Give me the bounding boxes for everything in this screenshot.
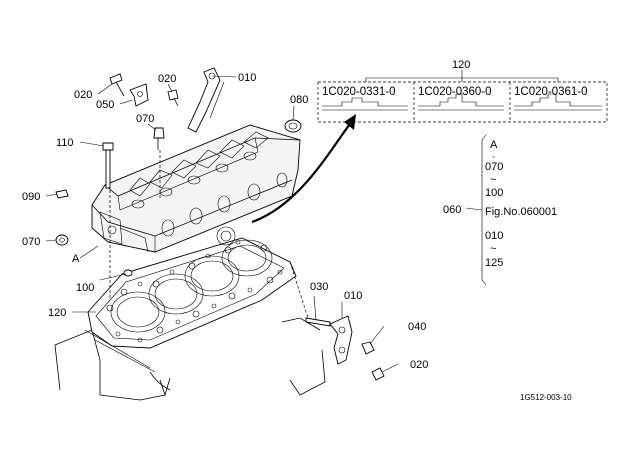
alignment-dashes [109, 150, 309, 319]
drawing-code: 1G512-003-10 [520, 393, 572, 402]
serial-dot1: · [492, 151, 496, 163]
serial-fig: Fig.No.060001 [485, 206, 557, 218]
gasket-option-labels: 120 1C020-0331-0 1C020-0360-0 1C020-0361… [322, 59, 588, 98]
bracket-050 [129, 83, 149, 107]
callout-a: A [72, 253, 80, 265]
callout-040: 040 [408, 321, 426, 333]
serial-tilde2: ~ [490, 243, 496, 255]
nut-070-left [55, 234, 69, 246]
nut-070-mid [153, 127, 165, 150]
gasket-part-2: 1C020-0360-0 [418, 86, 492, 98]
lifting-hook-010-top [187, 67, 221, 133]
callout-050: 050 [96, 99, 114, 111]
callout-070-left: 070 [22, 236, 40, 248]
serial-to1: 100 [485, 187, 503, 199]
callout-120-left: 120 [48, 307, 66, 319]
callout-090: 090 [22, 191, 40, 203]
serial-bracket [481, 134, 487, 286]
callout-110: 110 [56, 137, 74, 149]
serial-from1: 070 [485, 161, 503, 173]
bolt-020-top-mid [167, 89, 179, 107]
callout-020-top-mid: 020 [158, 73, 176, 85]
plug-080 [284, 119, 302, 133]
gasket-group-label: 120 [452, 59, 470, 71]
head-gasket [87, 237, 297, 349]
nut-040 [361, 341, 375, 355]
callout-010-top: 010 [238, 72, 256, 84]
callout-080: 080 [290, 94, 308, 106]
bolt-020-bottom [371, 367, 385, 381]
callout-030: 030 [310, 281, 328, 293]
bolt-020-top-left [109, 73, 125, 97]
leader-lines [45, 75, 483, 373]
callout-010-bottom: 010 [344, 290, 362, 302]
gasket-part-3: 1C020-0361-0 [514, 86, 588, 98]
callout-070-mid: 070 [136, 113, 154, 125]
gasket-part-1: 1C020-0331-0 [322, 86, 396, 98]
stud-030 [305, 317, 331, 327]
callout-020-bottom: 020 [410, 359, 428, 371]
callout-020-top-left: 020 [74, 89, 92, 101]
serial-to2: 125 [485, 257, 503, 269]
head-bolt-110 [102, 142, 114, 189]
serial-tilde1: ~ [490, 174, 496, 186]
lifting-hook-010-bottom [329, 315, 353, 365]
serial-note: 060 A · 070 ~ 100 Fig.No.060001 010 ~ 12… [443, 139, 557, 269]
serial-header: A [490, 139, 498, 151]
callout-100: 100 [76, 282, 94, 294]
cylinder-head [91, 124, 301, 253]
callout-labels: 020 050 020 010 080 110 070 090 070 A 10… [22, 72, 428, 371]
serial-ref: 060 [443, 204, 461, 216]
plug-100 [123, 269, 133, 277]
serial-from2: 010 [485, 230, 503, 242]
gasket-option-box [317, 70, 608, 123]
pin-090 [55, 189, 69, 199]
